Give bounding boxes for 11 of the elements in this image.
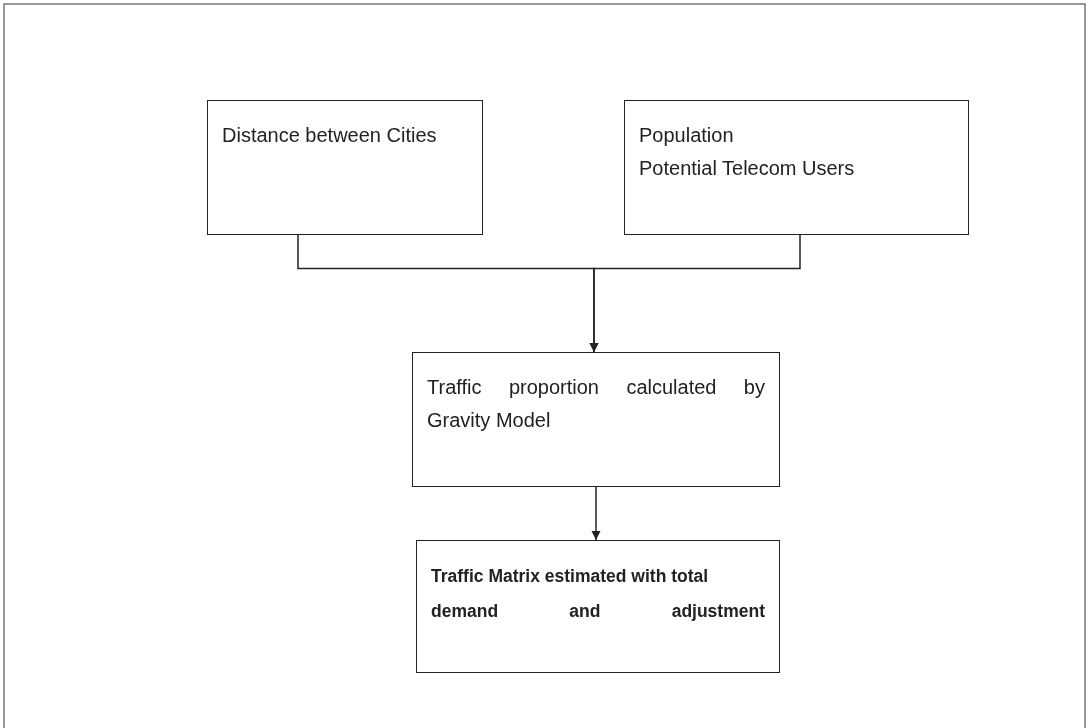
box-label: Distance between Cities [222,123,438,148]
process-box [207,100,483,235]
box-label: Population [639,123,735,148]
box-label: Potential Telecom Users [639,156,856,181]
arrow [591,486,601,541]
process-box [416,540,780,673]
process-box [624,100,969,235]
box-label: Traffic Matrix estimated with total demand and adjustment [431,565,765,623]
arrow [589,234,801,353]
process-box [412,352,780,487]
box-label: Traffic proportion calculated by Gravity Model [427,375,765,433]
